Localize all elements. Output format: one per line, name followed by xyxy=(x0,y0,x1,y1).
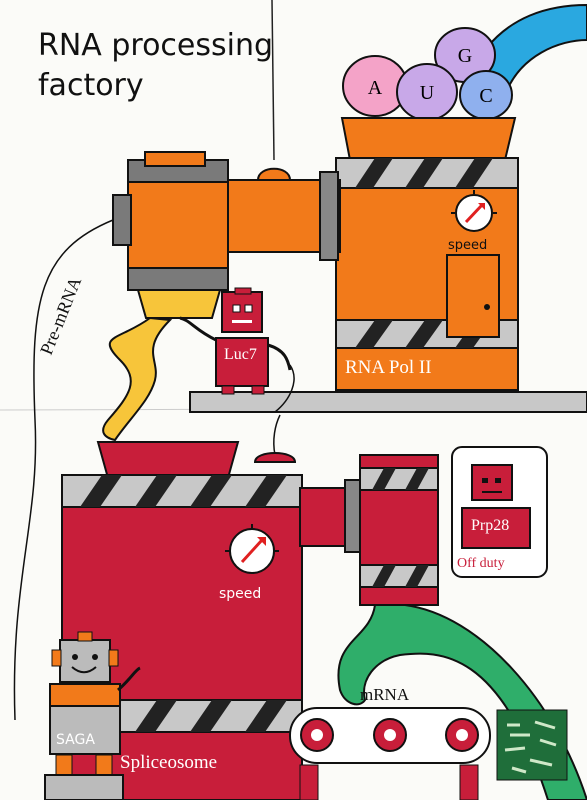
nucleotide-u: U xyxy=(396,63,458,121)
off-duty-label: Off duty xyxy=(457,556,505,571)
nucleotide-a: A xyxy=(342,55,408,117)
mrna-tube xyxy=(337,604,587,800)
prp28-label: Prp28 xyxy=(471,517,510,534)
pol-speed-label: speed xyxy=(448,238,488,253)
shelf xyxy=(189,391,587,413)
feed-pipe xyxy=(468,3,587,97)
svg-text:C: C xyxy=(479,85,492,107)
speed-gauge-icon xyxy=(451,190,497,232)
luc7-label: Luc7 xyxy=(224,346,257,363)
luc7-robot xyxy=(179,287,292,395)
conveyor-belt xyxy=(289,707,491,800)
svg-text:G: G xyxy=(458,45,472,67)
prp28-off-duty-box xyxy=(451,446,548,578)
spliceosome-name-label: Spliceosome xyxy=(120,752,218,773)
mrna-label: mRNA xyxy=(360,685,410,704)
pre-mrna-ribbon xyxy=(102,316,173,442)
splice-speed-label: speed xyxy=(219,586,262,602)
svg-text:U: U xyxy=(420,82,435,104)
speed-gauge-icon xyxy=(225,524,279,574)
pol-name-label: RNA Pol II xyxy=(345,357,432,378)
saga-label: SAGA xyxy=(56,732,95,748)
svg-text:A: A xyxy=(368,77,383,99)
saga-robot xyxy=(44,631,141,800)
stamp-seal-icon xyxy=(496,709,568,781)
rna-pol-ii-machine xyxy=(112,117,519,391)
nucleotide-c: C xyxy=(459,70,513,120)
page-title: RNA processing factory xyxy=(38,28,274,103)
